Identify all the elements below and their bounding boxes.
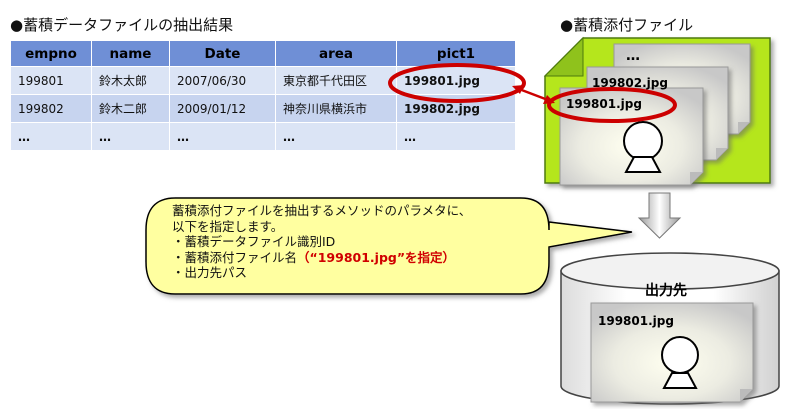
highlight-ellipse-doc	[547, 87, 677, 123]
attachment-middle-label: 199802.jpg	[592, 76, 668, 90]
left-heading: ●蓄積データファイルの抽出結果	[10, 16, 234, 34]
extract-result-table: empno name Date area pict1 199801 鈴木太郎 2…	[10, 40, 516, 151]
column-header-pict1: pict1	[396, 40, 516, 67]
column-header-area: area	[275, 40, 397, 67]
person-icon	[623, 121, 663, 173]
callout-text: 蓄積添付ファイルを抽出するメソッドのパラメタに、 以下を指定します。 ・蓄積デー…	[172, 203, 471, 281]
cell-empno: 199802	[10, 94, 92, 123]
cell-date: 2009/01/12	[169, 94, 276, 123]
cell-name: 鈴木太郎	[91, 66, 170, 95]
column-header-date: Date	[169, 40, 276, 67]
callout-line: 以下を指定します。	[172, 218, 284, 234]
column-header-empno: empno	[10, 40, 92, 67]
callout-bubble	[145, 197, 633, 295]
callout-item-text: ・蓄積添付ファイル名	[172, 249, 298, 265]
table-header-row: empno name Date area pict1	[10, 40, 516, 67]
callout-highlight: （“199801.jpg”を指定）	[297, 249, 456, 265]
output-title: 出力先	[645, 283, 687, 299]
callout-item: ・蓄積データファイル識別ID	[172, 234, 336, 249]
link-arrow	[512, 85, 555, 104]
cell-ellipsis: …	[275, 122, 397, 151]
attachment-back-label: …	[626, 48, 640, 64]
right-heading: ●蓄積添付ファイル	[560, 16, 694, 34]
down-arrow	[637, 192, 682, 239]
callout-line: 蓄積添付ファイルを抽出するメソッドのパラメタに、	[172, 203, 472, 218]
cell-area: 神奈川県横浜市	[275, 94, 397, 123]
callout-item: ・蓄積添付ファイル名（“199801.jpg”を指定）	[172, 250, 471, 266]
cell-name: 鈴木二郎	[91, 94, 170, 123]
output-document	[590, 302, 754, 403]
person-icon	[661, 336, 699, 389]
output-file-label: 199801.jpg	[598, 314, 674, 328]
cell-ellipsis: …	[10, 122, 92, 151]
cell-empno: 199801	[10, 66, 92, 95]
cell-ellipsis: …	[91, 122, 170, 151]
attachment-front-label: 199801.jpg	[566, 97, 642, 111]
cell-area: 東京都千代田区	[275, 66, 397, 95]
highlight-ellipse-table	[388, 63, 526, 103]
column-header-name: name	[91, 40, 170, 67]
callout-item: ・出力先パス	[172, 265, 248, 280]
table-row: … … … … …	[10, 122, 516, 151]
cell-ellipsis: …	[169, 122, 276, 151]
cell-ellipsis: …	[396, 122, 516, 151]
